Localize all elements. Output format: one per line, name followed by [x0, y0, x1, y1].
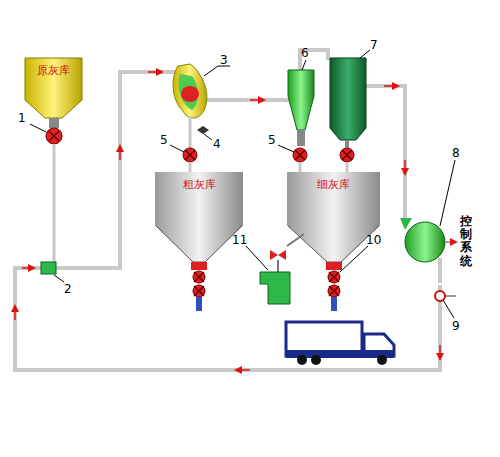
callout-number: 6	[301, 47, 309, 59]
silo-label: 原灰库	[37, 58, 70, 77]
callout-number: 8	[452, 147, 460, 159]
callout-number: 7	[370, 39, 378, 51]
callout-number: 1	[18, 112, 26, 124]
callout-number: 10	[366, 234, 381, 246]
callout-number: 9	[452, 320, 460, 332]
callout-number: 2	[64, 283, 72, 295]
callout-number: 3	[220, 54, 228, 66]
callout-number: 5	[160, 134, 168, 146]
callout-number: 11	[232, 234, 247, 246]
callout-number: 5	[268, 134, 276, 146]
callout-number: 4	[213, 138, 221, 150]
silo-label: 粗灰库	[183, 172, 216, 191]
ash-silo: 原灰库	[25, 58, 82, 100]
ash-silo: 细灰库	[287, 172, 380, 226]
control-system-label: 控制系统	[460, 215, 472, 268]
silo-label: 细灰库	[317, 172, 350, 191]
ash-silo: 粗灰库	[155, 172, 243, 226]
